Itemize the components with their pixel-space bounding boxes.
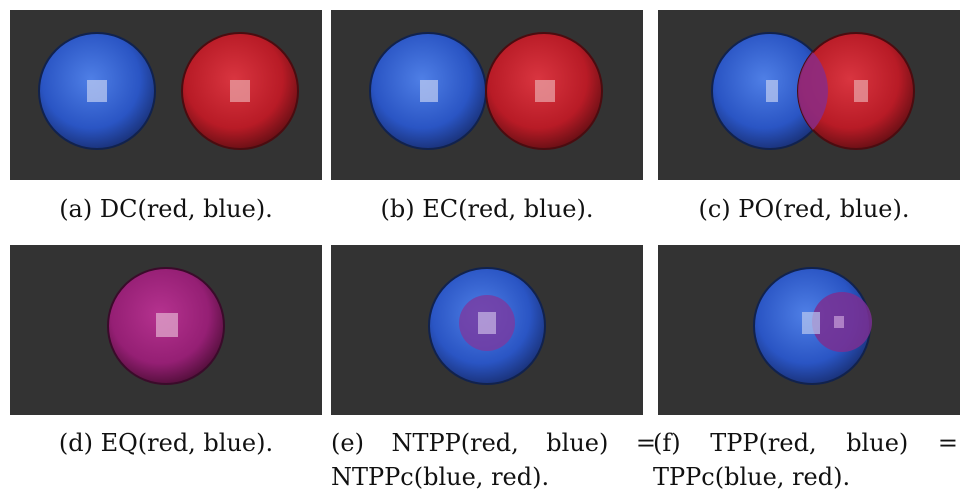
caption-e: (e) NTPP(red, blue) = NTPPc(blue, red). bbox=[331, 429, 656, 491]
caption-f: (f) TPP(red, blue) = TPPc(blue, red). bbox=[653, 429, 958, 491]
sphere-highlight bbox=[230, 80, 250, 102]
sphere-highlight bbox=[87, 80, 107, 102]
caption-d: (d) EQ(red, blue). bbox=[58, 429, 274, 457]
sphere-highlight bbox=[766, 80, 778, 102]
panel-c bbox=[653, 10, 965, 180]
sphere-highlight bbox=[156, 313, 178, 337]
panel-a bbox=[10, 10, 322, 180]
caption-a: (a) DC(red, blue). bbox=[59, 195, 273, 223]
caption-b: (b) EC(red, blue). bbox=[380, 195, 594, 223]
sphere-highlight bbox=[478, 312, 496, 334]
sphere-highlight bbox=[535, 80, 555, 102]
panel-d bbox=[10, 245, 322, 415]
sphere-highlight bbox=[854, 80, 868, 102]
panel-f bbox=[653, 245, 965, 415]
sphere-highlight bbox=[802, 312, 820, 334]
panel-e bbox=[331, 245, 643, 415]
sphere-highlight bbox=[420, 80, 438, 102]
caption-c: (c) PO(red, blue). bbox=[698, 195, 910, 223]
sphere-highlight bbox=[834, 316, 844, 328]
panel-b bbox=[331, 10, 643, 180]
